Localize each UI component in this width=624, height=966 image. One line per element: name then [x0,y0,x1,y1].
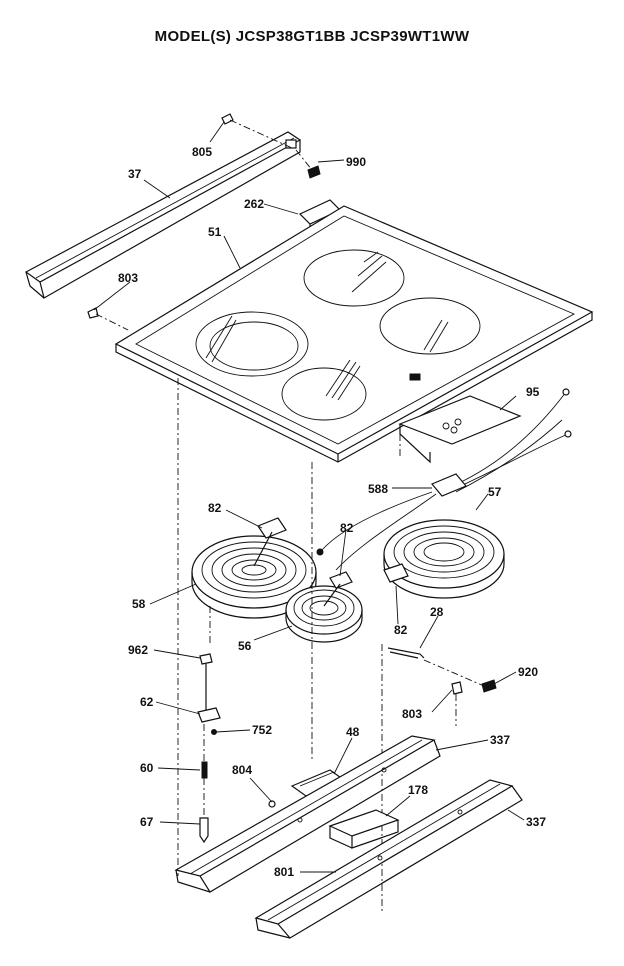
part-57-right-surface-unit [383,519,505,599]
callout-805: 805 [192,145,212,159]
callout-58: 58 [132,597,146,611]
part-51-glass-cooktop [114,205,594,463]
callout-82-middle: 82 [340,521,354,535]
part-58-large-surface-unit [191,517,317,619]
part-67-pin [199,778,209,844]
part-805-screw [221,113,293,149]
callout-57: 57 [488,485,502,499]
callout-82-left: 82 [208,501,222,515]
callout-337-lower: 337 [526,815,546,829]
callout-labels: 805 990 37 262 51 803 95 588 57 82 82 58… [118,145,546,879]
callout-920: 920 [518,665,538,679]
callout-28: 28 [430,605,444,619]
diagram-title: MODEL(S) JCSP38GT1BB JCSP39WT1WW [154,28,470,45]
callout-95: 95 [526,385,540,399]
callout-804: 804 [232,763,252,777]
part-56-small-surface-unit [285,571,363,643]
callout-178: 178 [408,783,428,797]
part-95-bracket-harness [398,388,572,493]
part-337-lower-rail [254,779,523,939]
callout-67: 67 [140,815,154,829]
callout-962: 962 [128,643,148,657]
callout-803-upper: 803 [118,271,138,285]
part-962-clip [199,653,213,665]
part-804-screw [268,800,276,808]
part-920-clip [423,659,497,693]
part-803-screw-lower [451,681,463,726]
part-990-clip [295,149,321,179]
part-60-spring [201,724,208,779]
part-28-rod [387,647,425,659]
callout-262: 262 [244,197,264,211]
callout-62: 62 [140,695,154,709]
callout-56: 56 [238,639,252,653]
callout-801: 801 [274,865,294,879]
callout-37: 37 [128,167,142,181]
part-803-screw-upper [87,307,129,331]
part-588-terminal-block [316,473,467,571]
callout-588: 588 [368,482,388,496]
part-62-bracket [197,664,221,723]
callout-leaders [93,121,525,873]
part-752-screw [211,729,217,735]
part-37-rear-trim [24,131,302,299]
callout-51: 51 [208,225,222,239]
callout-60: 60 [140,761,154,775]
assembly-centerlines [177,378,401,912]
callout-990: 990 [346,155,366,169]
callout-337-upper: 337 [490,733,510,747]
callout-752: 752 [252,723,272,737]
part-337-upper-rail [174,735,441,893]
callout-82-right: 82 [394,623,408,637]
part-178-block [328,809,400,849]
callout-48: 48 [346,725,360,739]
callout-803-lower: 803 [402,707,422,721]
